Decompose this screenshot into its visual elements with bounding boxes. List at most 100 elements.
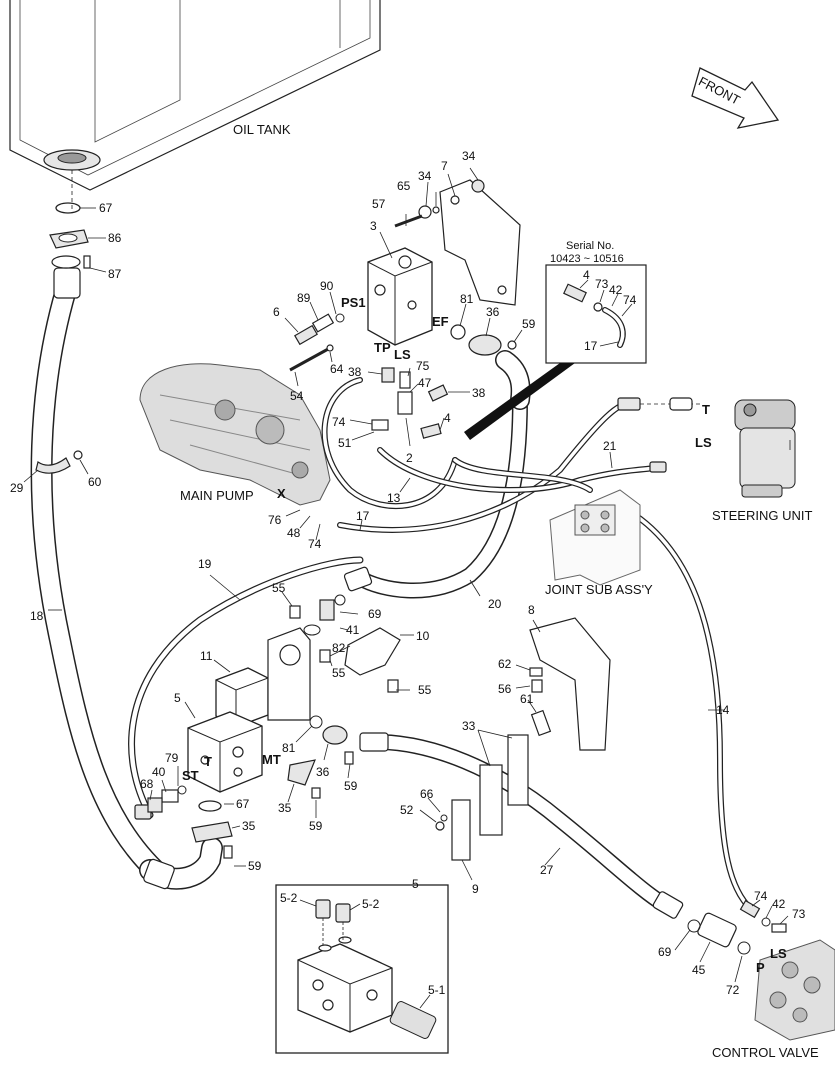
callout-56: 56: [498, 682, 512, 696]
callout-72: 72: [726, 983, 740, 997]
callout-89: 89: [297, 291, 311, 305]
hose-27-end-a: [359, 732, 389, 752]
callout-74a: 74: [332, 415, 346, 429]
hose-27-end-b: [652, 891, 684, 919]
bolt-60: [73, 450, 83, 460]
bolt-57: [394, 214, 423, 228]
bracket-8: [529, 617, 611, 751]
callout-5-2a: 5-2: [280, 891, 298, 905]
callout-5-1: 5-1: [428, 983, 446, 997]
port-x: X: [277, 486, 286, 501]
port-labels: PS1 EF TP LS T LS X ST T MT P LS: [182, 295, 787, 975]
fitting-74a: [371, 419, 389, 431]
callout-59b: 59: [344, 779, 358, 793]
callout-4a: 4: [444, 411, 451, 425]
callout-27: 27: [540, 863, 554, 877]
callout-33: 33: [462, 719, 476, 733]
hose-20-end: [343, 566, 373, 592]
tee-2: [397, 391, 413, 415]
fitting-4a: [420, 423, 442, 439]
callout-38a: 38: [348, 365, 362, 379]
callout-66: 66: [420, 787, 434, 801]
washer-62: [529, 667, 543, 677]
callout-21: 21: [603, 439, 617, 453]
fitting-89: [311, 313, 335, 333]
callout-6: 6: [273, 305, 280, 319]
callout-74d: 74: [754, 889, 768, 903]
washer-65: [432, 206, 440, 214]
plug-5-2a: [315, 899, 331, 919]
o-ring-42b: [761, 917, 771, 927]
callout-67b: 67: [236, 797, 250, 811]
fitting-45: [697, 912, 737, 948]
serial-inset: [464, 264, 647, 440]
callout-10: 10: [416, 629, 430, 643]
callout-36b: 36: [316, 765, 330, 779]
fitting-73b: [771, 923, 787, 933]
bolt-59b: [344, 751, 354, 765]
callout-4b: 4: [583, 268, 590, 282]
callout-29: 29: [10, 481, 24, 495]
callout-69a: 69: [368, 607, 382, 621]
bolt-55b: [319, 649, 331, 663]
callout-5b: 5: [412, 877, 419, 891]
o-ring-81b: [309, 715, 323, 729]
callout-74b: 74: [308, 537, 322, 551]
callout-40: 40: [152, 765, 166, 779]
block-5: [187, 711, 263, 793]
flange-35a: [287, 759, 316, 786]
serial-range-label: 10423 ~ 10516: [550, 253, 624, 265]
callout-7: 7: [441, 159, 448, 173]
flange-35b: [191, 821, 233, 843]
port-ef: EF: [432, 314, 449, 329]
valve-block-3: [367, 247, 433, 346]
bolt-59d: [223, 845, 233, 859]
callout-59d: 59: [248, 859, 262, 873]
fitting-6: [294, 324, 318, 346]
callout-47: 47: [418, 376, 432, 390]
o-ring-72: [737, 941, 751, 955]
callout-8: 8: [528, 603, 535, 617]
callout-52: 52: [400, 803, 414, 817]
callout-73a: 73: [595, 277, 609, 291]
callout-35b: 35: [278, 801, 292, 815]
callout-57: 57: [372, 197, 386, 211]
callout-numbers: 67 86 87 29 60 18 3 57 65 34 7 34 89 90 …: [10, 149, 806, 997]
callout-13: 13: [387, 491, 401, 505]
port-ls-steering: LS: [695, 435, 712, 450]
fitting-68: [147, 797, 163, 813]
bolt-87: [83, 255, 91, 269]
leader-lines: [23, 167, 791, 1009]
inset-block-5: [275, 884, 449, 1054]
callout-34b: 34: [462, 149, 476, 163]
front-arrow: FRONT: [691, 67, 780, 129]
o-ring-81a: [450, 324, 466, 340]
bolt-55a: [289, 605, 301, 619]
suction-hose-18: [30, 255, 223, 890]
o-ring-82: [303, 624, 321, 636]
bolt-54: [289, 346, 331, 372]
callout-54: 54: [290, 389, 304, 403]
callout-55c: 55: [418, 683, 432, 697]
callout-79: 79: [165, 751, 179, 765]
callout-48: 48: [287, 526, 301, 540]
bolt-59a: [507, 340, 517, 350]
steering-unit-label: STEERING UNIT: [712, 508, 812, 523]
joint-sub-assy-label: JOINT SUB ASS'Y: [545, 582, 653, 597]
main-pump: [139, 363, 331, 506]
port-ps1: PS1: [341, 295, 366, 310]
main-pump-label: MAIN PUMP: [180, 488, 254, 503]
port-t-steering: T: [702, 402, 710, 417]
serial-no-label: Serial No.: [566, 240, 614, 252]
callout-67: 67: [99, 201, 113, 215]
callout-68: 68: [140, 777, 154, 791]
plate-9: [451, 799, 471, 861]
joint-sub-assy: [549, 489, 641, 586]
callout-81a: 81: [460, 292, 474, 306]
port-ls-top: LS: [394, 347, 411, 362]
port-mt: MT: [262, 752, 281, 767]
oil-tank: [9, 0, 381, 191]
callout-45: 45: [692, 963, 706, 977]
callout-41: 41: [346, 623, 360, 637]
